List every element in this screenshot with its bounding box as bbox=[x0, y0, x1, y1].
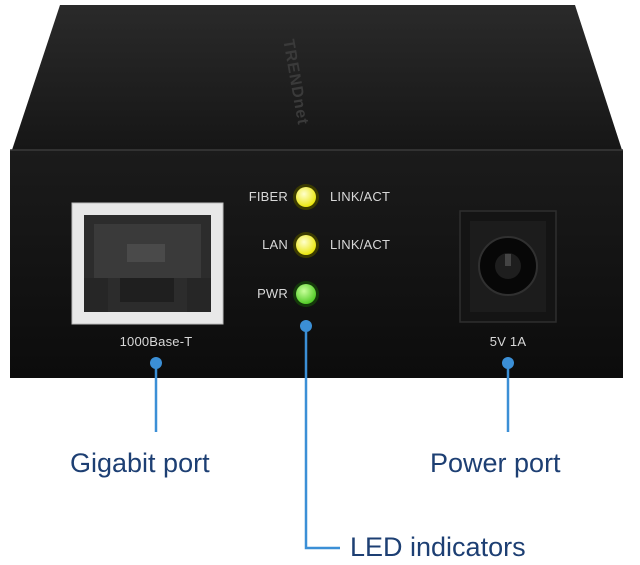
callout-line-leds bbox=[304, 330, 340, 550]
callout-lines bbox=[154, 330, 510, 550]
led-lan-label: LAN bbox=[262, 237, 288, 252]
callout-led-indicators: LED indicators bbox=[350, 532, 526, 562]
rj45-port bbox=[71, 202, 224, 325]
power-rating-label: 5V 1A bbox=[489, 334, 527, 349]
led-fiber-label: FIBER bbox=[248, 189, 288, 204]
rj45-port-label: 1000Base-T bbox=[119, 334, 193, 349]
callout-power-port: Power port bbox=[430, 448, 561, 478]
led-lan-status-label: LINK/ACT bbox=[330, 237, 391, 252]
led-fiber-status-label: LINK/ACT bbox=[330, 189, 391, 204]
led-pwr bbox=[293, 281, 319, 307]
device-top bbox=[12, 5, 622, 150]
led-pwr-label: PWR bbox=[257, 286, 288, 301]
led-fiber bbox=[293, 184, 319, 210]
callout-dots bbox=[150, 320, 514, 369]
callout-gigabit-port: Gigabit port bbox=[70, 448, 210, 478]
led-lan bbox=[293, 232, 319, 258]
power-jack bbox=[459, 210, 557, 323]
